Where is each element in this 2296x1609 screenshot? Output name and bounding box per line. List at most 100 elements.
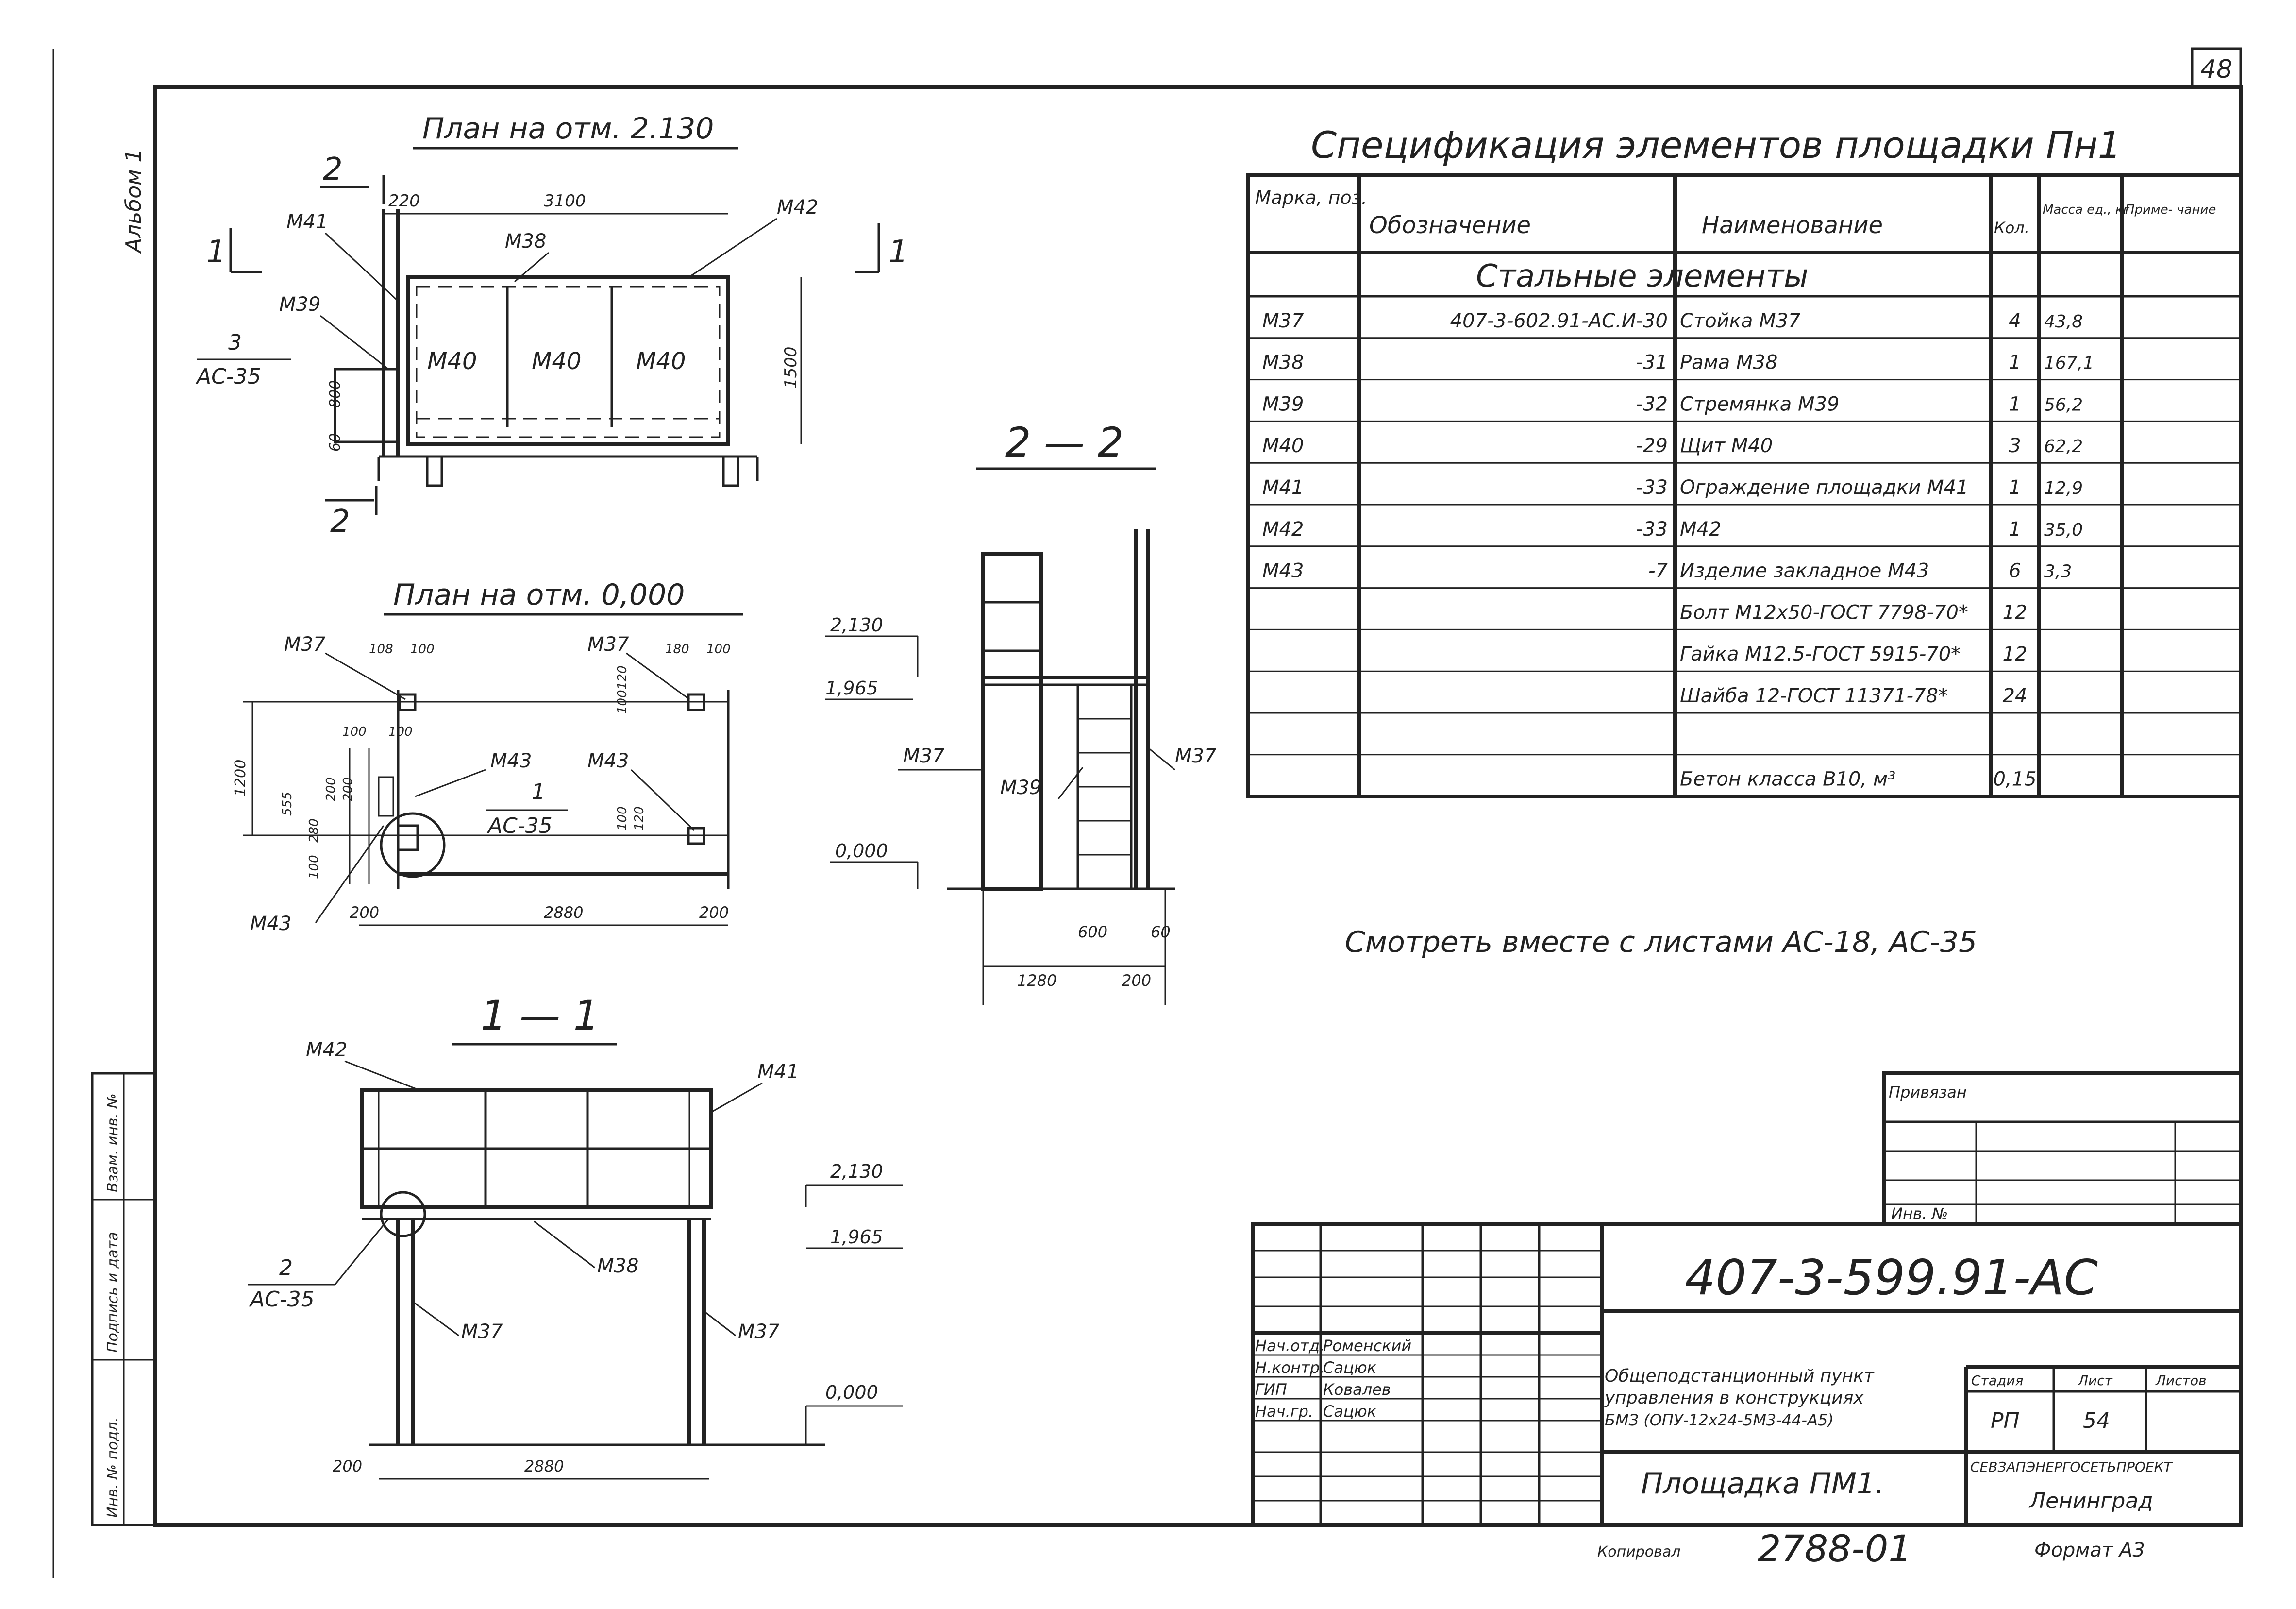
- stamp-project-line-3: БМЗ (ОПУ-12х24-5М3-44-А5): [1605, 1411, 1834, 1429]
- spec-cell-name: М42: [1680, 518, 1721, 541]
- plan-bottom-dim-2880: 2880: [544, 903, 583, 922]
- plan-top-dim-220: 220: [388, 191, 420, 211]
- stamp-code: 407-3-599.91-АС: [1685, 1249, 2098, 1306]
- footer-format: Формат А3: [2034, 1539, 2145, 1561]
- stamp-sheets-header: Листов: [2155, 1372, 2207, 1389]
- plan-bottom-dim-200-b: 200: [341, 777, 355, 801]
- spec-cell-mass: 56,2: [2044, 395, 2083, 415]
- spec-header-mass: Масса ед., кг: [2043, 203, 2130, 217]
- section-22-dim-60: 60: [1151, 923, 1171, 941]
- plan-bottom-dim-555: 555: [280, 792, 295, 816]
- stamp-person-role: Нач.отд.: [1255, 1337, 1324, 1355]
- plan-bottom-title: План на отм. 0,000: [393, 578, 685, 612]
- section-11-dim-200: 200: [333, 1457, 362, 1475]
- margin-signature: Подпись и дата: [104, 1232, 121, 1353]
- section-11-dim-2880: 2880: [524, 1457, 564, 1475]
- spec-cell-designation: -7: [1648, 560, 1668, 582]
- plan-top-dim-3100: 3100: [544, 191, 586, 211]
- plan-bottom-callout-sheet: АС-35: [486, 813, 553, 838]
- plan-bottom-dim-200-a: 200: [324, 777, 338, 801]
- see-also-note: Смотреть вместе с листами АС-18, АС-35: [1345, 925, 1977, 959]
- section-1-1-drawing: 1 — 1 М42 М41 М38 М37 М37 2 АС-35 2,130: [248, 992, 903, 1480]
- stamp-person-role: Н.контр.: [1255, 1358, 1324, 1377]
- section-22-m37-left: М37: [903, 745, 945, 767]
- spec-cell-name: Изделие закладное М43: [1680, 560, 1929, 582]
- spec-cell-qty: 1: [2009, 352, 2021, 374]
- spec-cell-qty: 12: [2003, 643, 2028, 665]
- spec-cell-mark: М41: [1262, 476, 1304, 499]
- spec-cell-mark: М38: [1262, 352, 1304, 374]
- plan-top-section-1a: 1: [206, 234, 226, 270]
- plan-bottom-dim-180: 180: [665, 642, 689, 657]
- plan-top-dim-60: 60: [327, 433, 344, 452]
- sheet-number: 48: [2200, 55, 2232, 84]
- plan-bottom-dim-280: 280: [307, 818, 321, 843]
- spec-cell-name: Ограждение площадки М41: [1680, 476, 1969, 499]
- plan-top-callout-sheet: АС-35: [195, 364, 261, 389]
- plan-top-callout-number: 3: [228, 330, 242, 355]
- plan-top-m42: М42: [777, 196, 818, 219]
- spec-cell-name: Болт М12х50-ГОСТ 7798-70*: [1680, 601, 1968, 624]
- spec-table: Спецификация элементов площадки Пн1 Марк…: [1246, 123, 2243, 798]
- stamp-sheet: 54: [2083, 1408, 2110, 1433]
- plan-bottom-drawing: План на отм. 0,000 М37 М37 М43 М43 М43 1…: [232, 578, 743, 935]
- footer-number: 2788-01: [1758, 1527, 1912, 1570]
- spec-cell-name: Гайка М12.5-ГОСТ 5915-70*: [1680, 643, 1961, 665]
- plan-bottom-dim-120: 120: [615, 665, 630, 690]
- stamp-person-name: Роменский: [1323, 1337, 1411, 1355]
- spec-cell-mass: 35,0: [2044, 520, 2083, 540]
- spec-header-mark: Марка, поз.: [1255, 187, 1367, 208]
- plan-bottom-callout-number: 1: [532, 779, 545, 804]
- spec-cell-name: Стойка М37: [1680, 310, 1801, 332]
- plan-top-section-1b: 1: [888, 234, 908, 270]
- section-22-title: 2 — 2: [1005, 419, 1123, 466]
- plan-bottom-dim-108: 108: [369, 642, 393, 657]
- title-block: Привязан Инв. № 407-3-599.91-АС Нач.отд.…: [1251, 1071, 2243, 1527]
- spec-header-designation: Обозначение: [1369, 212, 1531, 239]
- plan-top-m38: М38: [505, 230, 546, 253]
- section-11-level-1965: 1,965: [830, 1226, 883, 1248]
- stamp-project-line-1: Общеподстанционный пункт: [1605, 1366, 1875, 1386]
- plan-bottom-dim-120-b: 120: [632, 806, 647, 830]
- spec-cell-qty: 4: [2009, 310, 2021, 332]
- stamp-drawing-name: Площадка ПМ1.: [1641, 1467, 1884, 1501]
- section-22-dim-200: 200: [1122, 971, 1151, 990]
- margin-album-note: Альбом 1: [121, 149, 146, 254]
- stamp-person-name: Ковалев: [1323, 1380, 1391, 1399]
- spec-header-qty: Кол.: [1994, 219, 2029, 237]
- plan-bottom-dim-100-e: 100: [615, 690, 630, 714]
- plan-bottom-dim-100-c: 100: [342, 725, 367, 739]
- spec-rows: М37 407-3-602.91-АС.И-30 Стойка М37 4 43,8М3…: [1248, 310, 2241, 791]
- section-11-m37-right: М37: [738, 1321, 780, 1343]
- plan-bottom-dim-1200: 1200: [232, 760, 249, 796]
- section-11-level-2130: 2,130: [830, 1161, 883, 1182]
- plan-bottom-m43-c: М43: [250, 913, 291, 935]
- plan-top-section-2a: 2: [323, 152, 343, 187]
- spec-cell-qty: 1: [2009, 393, 2021, 415]
- plan-bottom-dim-100-b: 100: [706, 642, 731, 657]
- spec-cell-designation: -32: [1636, 393, 1668, 415]
- spec-cell-name: Шайба 12-ГОСТ 11371-78*: [1680, 685, 1948, 707]
- section-11-m38: М38: [597, 1255, 638, 1277]
- plan-top-m41: М41: [286, 211, 328, 233]
- spec-cell-qty: 1: [2009, 518, 2021, 541]
- plan-bottom-dim-200-c: 200: [350, 903, 379, 922]
- plan-bottom-dim-100-g: 100: [307, 855, 321, 879]
- spec-cell-mark: М39: [1262, 393, 1304, 415]
- section-11-callout-sheet: АС-35: [249, 1287, 315, 1312]
- spec-cell-mass: 12,9: [2044, 478, 2083, 498]
- plan-top-dim-800: 800: [327, 380, 344, 408]
- plan-bottom-m43-a: М43: [490, 750, 532, 772]
- spec-cell-designation: -29: [1636, 435, 1668, 457]
- margin-inv-original: Инв. № подл.: [104, 1417, 121, 1518]
- section-2-2-drawing: 2 — 2 2,130 1,965 0,000 М37 М39 М37 6: [825, 419, 1217, 1005]
- plan-bottom-dim-200-d: 200: [699, 903, 729, 922]
- stamp-project-line-2: управления в конструкциях: [1604, 1388, 1864, 1408]
- spec-cell-qty: 1: [2009, 476, 2021, 499]
- spec-cell-mark: М37: [1262, 310, 1304, 332]
- plan-top-m40-a: М40: [427, 348, 477, 375]
- spec-cell-mass: 43,8: [2044, 312, 2083, 332]
- spec-cell-designation: 407-3-602.91-АС.И-30: [1450, 310, 1668, 332]
- spec-cell-qty: 3: [2009, 435, 2021, 457]
